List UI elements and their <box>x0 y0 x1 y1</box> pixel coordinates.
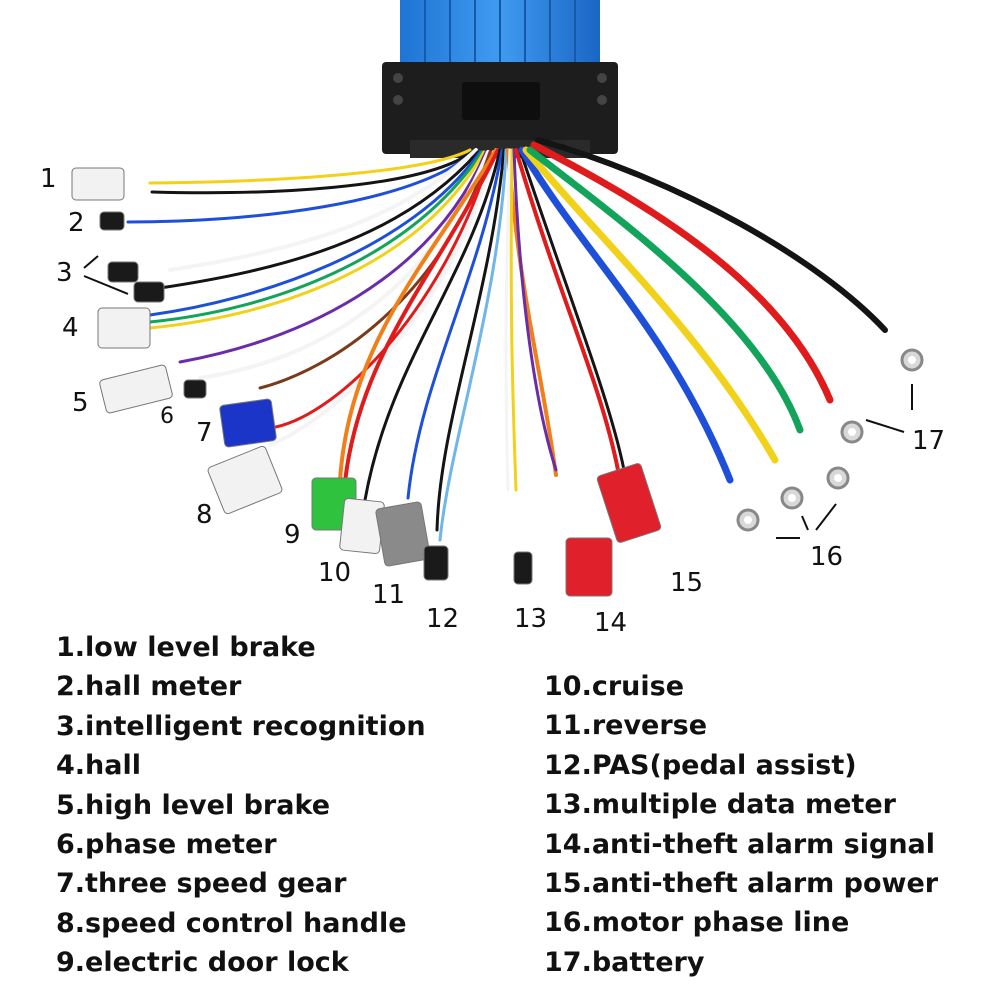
legend-item: 11.reverse <box>544 710 708 742</box>
legend-item: 6.phase meter <box>56 828 277 860</box>
purple-wire <box>512 148 558 472</box>
yellow-wire <box>148 150 486 330</box>
connector-3b-intelligent-recognition <box>133 281 165 303</box>
yellow-wire <box>522 146 779 464</box>
legend-item: 9.electric door lock <box>56 947 349 979</box>
callout-1: 1 <box>40 164 57 194</box>
orange-wire <box>338 148 498 482</box>
orange-wire <box>506 148 558 477</box>
arrow-16c <box>815 503 837 531</box>
arrow-17b <box>865 419 905 433</box>
connector-group <box>71 167 924 597</box>
legend-item: 10.cruise <box>544 671 685 702</box>
callout-6: 6 <box>160 404 174 429</box>
legend-item: 2.hall meter <box>56 671 242 703</box>
purple-wire <box>178 150 488 364</box>
white-wire <box>504 148 512 492</box>
callout-5: 5 <box>72 388 89 418</box>
red-wire <box>530 141 834 404</box>
connector-8-speed-control-handle <box>207 445 283 515</box>
white-wire <box>168 148 478 272</box>
callout-14: 14 <box>594 608 628 638</box>
black-wire <box>150 150 474 195</box>
callout-15: 15 <box>670 568 704 598</box>
legend-right: 10.cruise 11.reverse 12.PAS(pedal assist… <box>544 667 938 982</box>
legend-item: 12.PAS(pedal assist) <box>544 749 857 781</box>
legend-item: 1.low level brake <box>56 632 316 663</box>
legend-item: 14.anti-theft alarm signal <box>544 828 936 860</box>
callout-11: 11 <box>372 580 406 610</box>
callout-7: 7 <box>196 418 213 448</box>
legend-item: 5.high level brake <box>56 789 331 821</box>
callout-12: 12 <box>426 604 460 634</box>
callout-4: 4 <box>62 313 79 343</box>
green-wire <box>526 146 804 434</box>
black-wire <box>158 150 480 290</box>
connector-7-three-speed-gear <box>219 398 277 448</box>
blue-wire <box>126 150 476 224</box>
legend-left: 1.low level brake 2.hall meter 3.intelli… <box>56 628 426 983</box>
legend-item: 13.multiple data meter <box>544 789 896 821</box>
connector-4-hall <box>97 307 151 349</box>
red-wire <box>514 148 620 472</box>
connector-6-phase-meter <box>183 379 207 399</box>
controller-box <box>382 0 618 158</box>
arrow-3b <box>83 275 129 295</box>
legend-item: 8.speed control handle <box>56 907 407 939</box>
legend-item: 15.anti-theft alarm power <box>544 867 939 899</box>
red-wire <box>343 148 500 484</box>
callout-16: 16 <box>810 542 844 572</box>
legend-item: 7.three speed gear <box>56 868 347 900</box>
callout-8: 8 <box>196 500 213 530</box>
yellow-wire <box>509 148 518 492</box>
connector-11-reverse <box>375 501 431 567</box>
legend-item: 17.battery <box>544 946 705 978</box>
legend-item: 16.motor phase line <box>544 907 850 939</box>
connector-12-pas <box>423 545 449 581</box>
callout-13: 13 <box>514 604 548 634</box>
legend-item: 4.hall <box>56 750 141 782</box>
arrow-3a <box>83 255 99 269</box>
arrow-16b <box>801 515 809 531</box>
connector-2-hall-meter <box>99 211 125 231</box>
connector-1-low-level-brake <box>71 167 125 201</box>
green-wire <box>148 150 484 324</box>
blue-wire <box>518 146 734 484</box>
lightblue-wire <box>438 148 508 542</box>
arrow-group <box>83 255 913 539</box>
black-wire <box>518 148 626 472</box>
black-wire <box>363 148 502 502</box>
callout-2: 2 <box>68 208 85 238</box>
white-wire <box>268 150 496 447</box>
connector-15-anti-theft-alarm-power <box>596 463 662 543</box>
connector-3a-intelligent-recognition <box>107 261 139 283</box>
blue-wire <box>148 150 482 317</box>
connector-13-multiple-data-meter <box>513 551 533 585</box>
legend-item: 3.intelligent recognition <box>56 710 426 742</box>
black-wire <box>435 148 506 532</box>
wire-bundle <box>126 137 888 542</box>
black-wire <box>535 137 888 333</box>
callout-9: 9 <box>284 520 301 550</box>
callout-10: 10 <box>318 558 352 588</box>
blue-wire <box>406 148 504 500</box>
connector-5-high-level-brake <box>99 364 173 414</box>
callout-17: 17 <box>912 426 946 456</box>
connector-14-anti-theft-alarm-signal <box>565 537 613 597</box>
yellow-wire <box>148 148 472 185</box>
callout-3: 3 <box>56 258 73 288</box>
